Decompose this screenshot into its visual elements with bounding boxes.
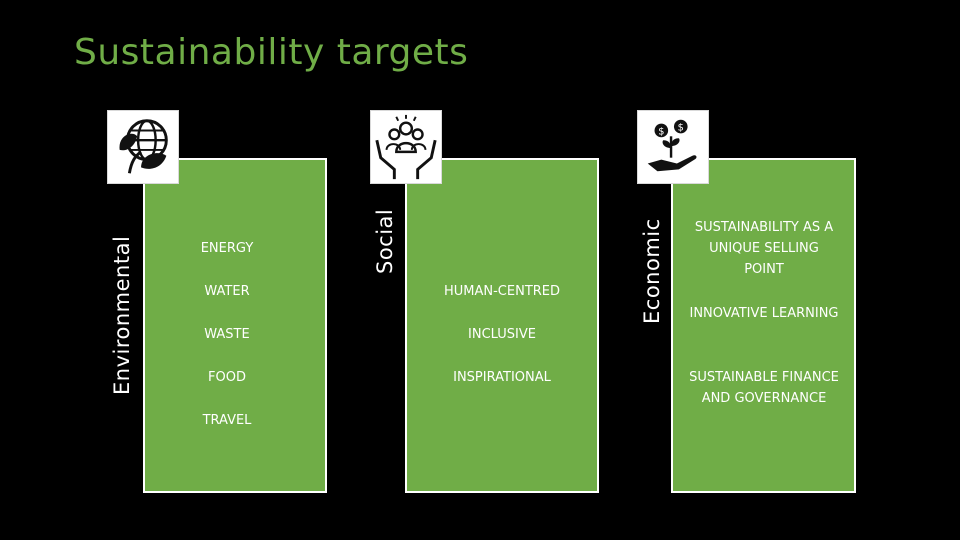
svg-text:$: $ [658, 126, 664, 137]
list-item: WATER [204, 284, 250, 299]
social-panel [405, 158, 599, 493]
money-plant-hand-icon: $ $ [637, 110, 709, 184]
list-item: HUMAN-CENTRED [443, 284, 561, 299]
social-label: Social [373, 208, 397, 274]
page-title: Sustainability targets [74, 32, 469, 73]
list-item: SUSTAINABILITY AS A UNIQUE SELLING POINT [694, 220, 834, 277]
list-item: INCLUSIVE [468, 327, 536, 342]
globe-leaf-icon [107, 110, 179, 184]
list-item: ENERGY [200, 241, 254, 256]
list-item: TRAVEL [202, 413, 252, 428]
economic-panel [671, 158, 856, 493]
list-item: WASTE [204, 327, 250, 342]
environmental-label: Environmental [110, 235, 134, 395]
environmental-panel [143, 158, 327, 493]
list-item: SUSTAINABLE FINANCE AND GOVERNANCE [689, 370, 839, 406]
svg-text:$: $ [678, 122, 684, 133]
economic-label: Economic [640, 218, 664, 324]
list-item: INSPIRATIONAL [453, 370, 551, 385]
people-hands-icon [370, 110, 442, 184]
list-item: INNOVATIVE LEARNING [689, 306, 839, 321]
list-item: FOOD [208, 370, 246, 385]
